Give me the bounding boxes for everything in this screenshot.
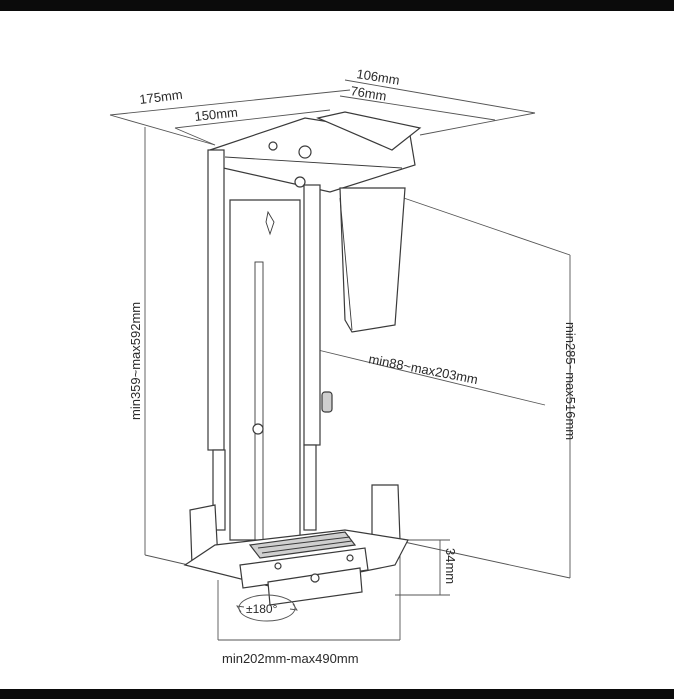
rotation-indicator [236,594,298,622]
label-rotation: ±180° [246,602,278,616]
label-height-total: min359~max592mm [128,302,143,420]
dimension-lines [109,79,571,641]
mounting-plate [209,111,422,193]
label-34mm: 34mm [443,548,458,584]
label-175mm: 175mm [139,87,184,107]
label-bottom-width: min202mm-max490mm [222,651,359,666]
label-76mm: 76mm [350,83,388,103]
vertical-frame [207,149,333,543]
rear-hanger [339,187,406,333]
base-tray [183,484,409,606]
label-clamp-range: min88~max203mm [367,351,479,387]
bottom-border [0,689,674,699]
top-border [0,0,674,11]
label-150mm: 150mm [194,105,239,124]
label-height-inner: min285~max516mm [563,322,578,440]
label-106mm: 106mm [356,66,401,88]
